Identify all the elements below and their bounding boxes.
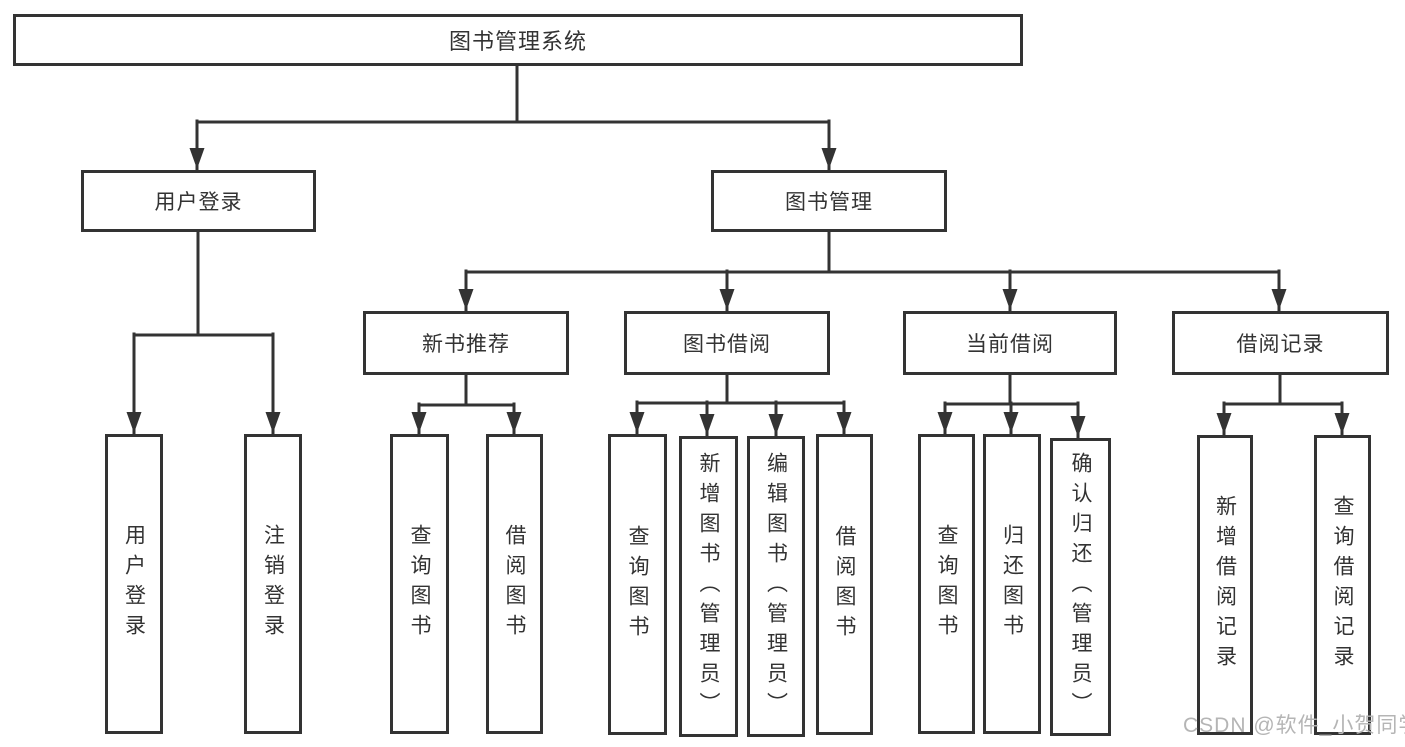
node-recommend-borrow-books: 借阅图书 (486, 434, 543, 734)
node-current-borrowing: 当前借阅 (903, 311, 1117, 375)
node-borrowing-records: 借阅记录 (1172, 311, 1389, 375)
node-book-borrowing: 图书借阅 (624, 311, 830, 375)
node-current-return-books: 归还图书 (983, 434, 1041, 734)
node-current-query-books: 查询图书 (918, 434, 975, 734)
node-records-query-borrow-record: 查询借阅记录 (1314, 435, 1371, 735)
node-borrow-edit-books-admin: 编辑图书（管理员） (747, 436, 805, 737)
node-borrow-borrow-books: 借阅图书 (816, 434, 873, 735)
node-records-add-borrow-record: 新增借阅记录 (1197, 435, 1253, 735)
node-recommend-query-books: 查询图书 (390, 434, 449, 734)
node-new-book-recommend: 新书推荐 (363, 311, 569, 375)
watermark: CSDN @软件_小贺同学 (1183, 714, 1405, 737)
node-leaf-logout: 注销登录 (244, 434, 302, 734)
node-borrow-add-books-admin: 新增图书（管理员） (679, 436, 738, 737)
node-leaf-user-login: 用户登录 (105, 434, 163, 734)
node-user-login: 用户登录 (81, 170, 316, 232)
node-borrow-query-books: 查询图书 (608, 434, 667, 735)
node-book-management: 图书管理 (711, 170, 947, 232)
node-root-library-management-system: 图书管理系统 (13, 14, 1023, 66)
node-current-confirm-return-admin: 确认归还（管理员） (1050, 438, 1111, 736)
